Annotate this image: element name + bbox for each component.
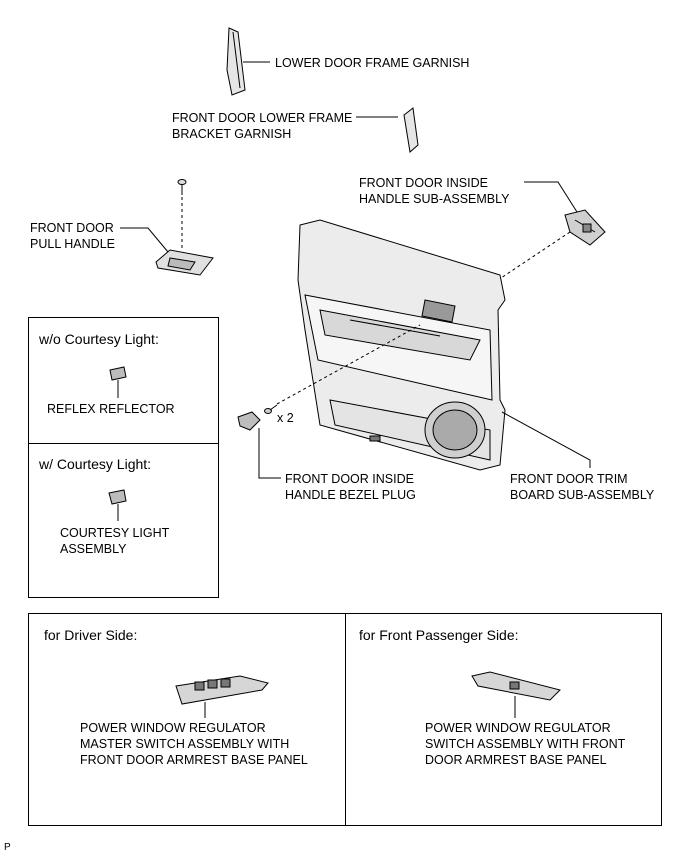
panel-with-courtesy-light [28,443,219,598]
passenger-side-title: for Front Passenger Side: [359,627,519,643]
leader-trim-board [501,411,591,468]
with-courtesy-light-title: w/ Courtesy Light: [39,456,152,472]
label-lower-frame-bracket-garnish: FRONT DOOR LOWER FRAME BRACKET GARNISH [172,111,353,141]
panel-passenger-side [345,613,662,826]
bezel-plug-part [237,411,261,431]
label-reflex-reflector: REFLEX REFLECTOR [47,402,175,416]
driver-side-title: for Driver Side: [44,627,138,643]
label-master-switch: POWER WINDOW REGULATOR MASTER SWITCH ASS… [80,721,308,767]
trim-screw-part [264,404,278,414]
lower-frame-bracket-garnish-part [403,107,419,153]
front-door-trim-board-part [297,219,506,471]
inside-handle-part [564,209,606,246]
label-screw-quantity: x 2 [277,411,294,425]
label-inside-handle: FRONT DOOR INSIDE HANDLE SUB-ASSEMBLY [359,176,510,206]
inside-handle-install-line [497,231,571,281]
label-trim-board: FRONT DOOR TRIM BOARD SUB-ASSEMBLY [510,472,655,502]
passenger-switch-part [471,671,561,701]
label-courtesy-light: COURTESY LIGHT ASSEMBLY [60,526,170,556]
master-switch-part [175,675,269,705]
leader-bezel-plug [258,428,281,479]
footer-code: P [4,842,11,853]
leader-inside-handle [524,181,578,213]
label-passenger-switch: POWER WINDOW REGULATOR SWITCH ASSEMBLY W… [425,721,626,767]
label-pull-handle: FRONT DOOR PULL HANDLE [30,221,115,251]
leader-pull-handle [120,227,169,253]
reflex-reflector-part [109,366,127,381]
lower-door-frame-garnish-part [226,27,246,96]
courtesy-light-part [108,489,127,505]
label-lower-door-frame-garnish: LOWER DOOR FRAME GARNISH [275,56,470,70]
pull-handle-screw-part [177,179,187,195]
without-courtesy-light-title: w/o Courtesy Light: [39,331,159,347]
front-door-pull-handle-part [155,249,214,276]
label-bezel-plug: FRONT DOOR INSIDE HANDLE BEZEL PLUG [285,472,416,502]
